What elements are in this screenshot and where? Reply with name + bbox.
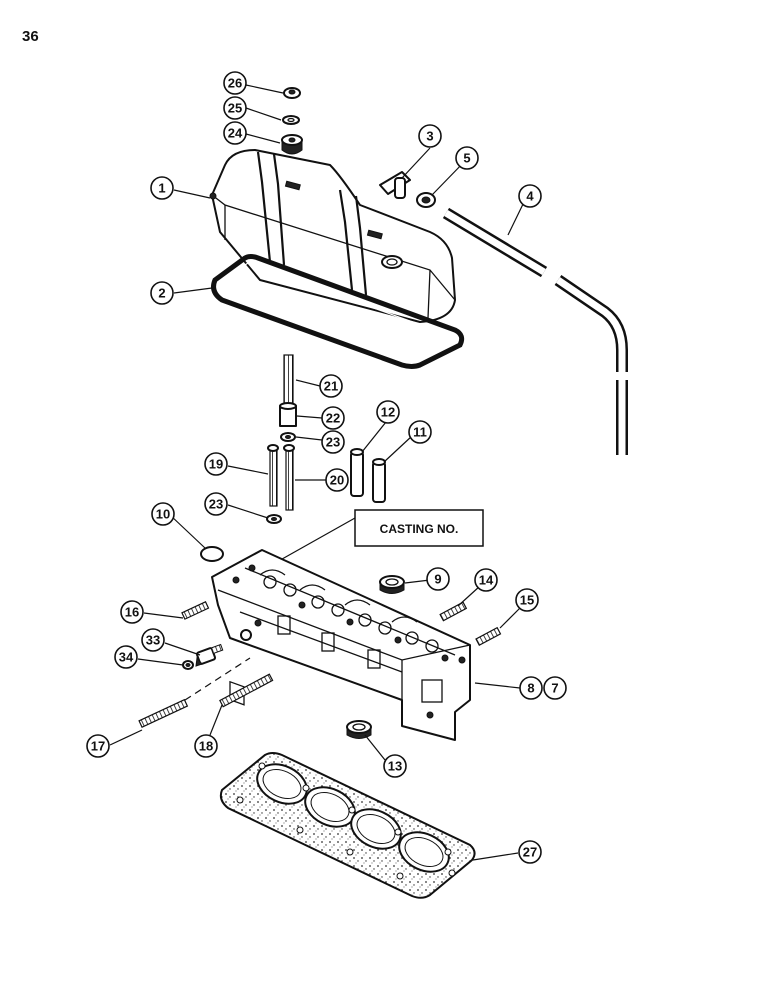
seal-part-9 <box>379 575 405 594</box>
svg-text:34: 34 <box>119 650 134 665</box>
callout-14: 14 <box>474 568 498 592</box>
callout-25: 25 <box>223 96 247 120</box>
callout-12: 12 <box>376 400 400 424</box>
callout-4: 4 <box>518 184 542 208</box>
callout-20: 20 <box>325 468 349 492</box>
svg-text:14: 14 <box>479 573 494 588</box>
hose-clamp-part-5 <box>416 192 436 208</box>
stud-part-17 <box>138 698 189 728</box>
cover-gasket-part-2 <box>211 254 465 369</box>
callout-18: 18 <box>194 734 218 758</box>
stud-part-19 <box>267 444 279 507</box>
callout-8: 8 <box>519 676 543 700</box>
callout-15: 15 <box>515 588 539 612</box>
o-ring-part-10 <box>200 546 224 562</box>
svg-text:33: 33 <box>146 633 160 648</box>
svg-text:16: 16 <box>125 605 139 620</box>
callout-11: 11 <box>408 420 432 444</box>
seal-part-13 <box>346 720 372 739</box>
callout-10: 10 <box>151 502 175 526</box>
grommet-part-24 <box>281 134 303 155</box>
svg-text:18: 18 <box>199 739 213 754</box>
svg-text:17: 17 <box>91 739 105 754</box>
svg-text:23: 23 <box>326 435 340 450</box>
callouts: 26 25 24 1 2 3 5 4 21 22 23 12 11 19 20 … <box>86 71 567 864</box>
valve-cover-part-1 <box>209 149 456 323</box>
valve-guide-part-12 <box>350 448 364 497</box>
callout-23-upper: 23 <box>321 430 345 454</box>
svg-text:15: 15 <box>520 593 534 608</box>
stud-part-15 <box>475 626 502 646</box>
stud-part-16 <box>181 600 210 620</box>
breather-fitting-part-3 <box>379 171 411 199</box>
nut-part-26 <box>283 87 301 99</box>
washer-part-23-lower <box>266 514 282 524</box>
callout-16: 16 <box>120 600 144 624</box>
callout-21: 21 <box>319 374 343 398</box>
breather-hose-part-4 <box>442 207 628 455</box>
callout-27: 27 <box>518 840 542 864</box>
svg-text:21: 21 <box>324 379 338 394</box>
svg-text:22: 22 <box>326 411 340 426</box>
callout-24: 24 <box>223 121 247 145</box>
svg-text:8: 8 <box>527 681 534 696</box>
callout-3: 3 <box>418 124 442 148</box>
valve-guide-part-11 <box>372 458 386 503</box>
svg-text:26: 26 <box>228 76 242 91</box>
page-number: 36 <box>22 28 39 45</box>
svg-text:3: 3 <box>426 129 433 144</box>
stud-part-21 <box>283 354 294 404</box>
callout-19: 19 <box>204 452 228 476</box>
sensor-part-33 <box>195 643 224 667</box>
casting-number-label-box: CASTING NO. <box>274 509 484 564</box>
stud-part-14 <box>439 601 468 622</box>
svg-text:1: 1 <box>158 181 165 196</box>
callout-2: 2 <box>150 281 174 305</box>
spacer-part-22 <box>279 402 297 427</box>
callout-5: 5 <box>455 146 479 170</box>
casting-number-label: CASTING NO. <box>380 522 459 536</box>
callout-22: 22 <box>321 406 345 430</box>
callout-7: 7 <box>543 676 567 700</box>
callout-26: 26 <box>223 71 247 95</box>
stud-part-18 <box>219 673 274 708</box>
svg-text:7: 7 <box>551 681 558 696</box>
svg-text:27: 27 <box>523 845 537 860</box>
svg-text:12: 12 <box>381 405 395 420</box>
svg-text:24: 24 <box>228 126 243 141</box>
svg-text:10: 10 <box>156 507 170 522</box>
svg-text:2: 2 <box>158 286 165 301</box>
callout-1: 1 <box>150 176 174 200</box>
nut-part-34 <box>182 660 194 670</box>
head-gasket-part-27 <box>219 752 476 899</box>
cylinder-head-part-8 <box>211 549 471 741</box>
svg-text:25: 25 <box>228 101 242 116</box>
svg-text:19: 19 <box>209 457 223 472</box>
svg-text:23: 23 <box>209 497 223 512</box>
stud-part-20 <box>283 444 295 511</box>
svg-text:4: 4 <box>526 189 534 204</box>
svg-text:5: 5 <box>463 151 470 166</box>
callout-34: 34 <box>114 645 138 669</box>
callout-23-lower: 23 <box>204 492 228 516</box>
callout-17: 17 <box>86 734 110 758</box>
svg-text:13: 13 <box>388 759 402 774</box>
svg-text:11: 11 <box>413 425 427 440</box>
svg-text:9: 9 <box>434 572 441 587</box>
washer-part-25 <box>282 115 300 125</box>
callout-9: 9 <box>426 567 450 591</box>
svg-text:20: 20 <box>330 473 344 488</box>
callout-33: 33 <box>141 628 165 652</box>
callout-13: 13 <box>383 754 407 778</box>
washer-part-23-upper <box>280 432 296 442</box>
